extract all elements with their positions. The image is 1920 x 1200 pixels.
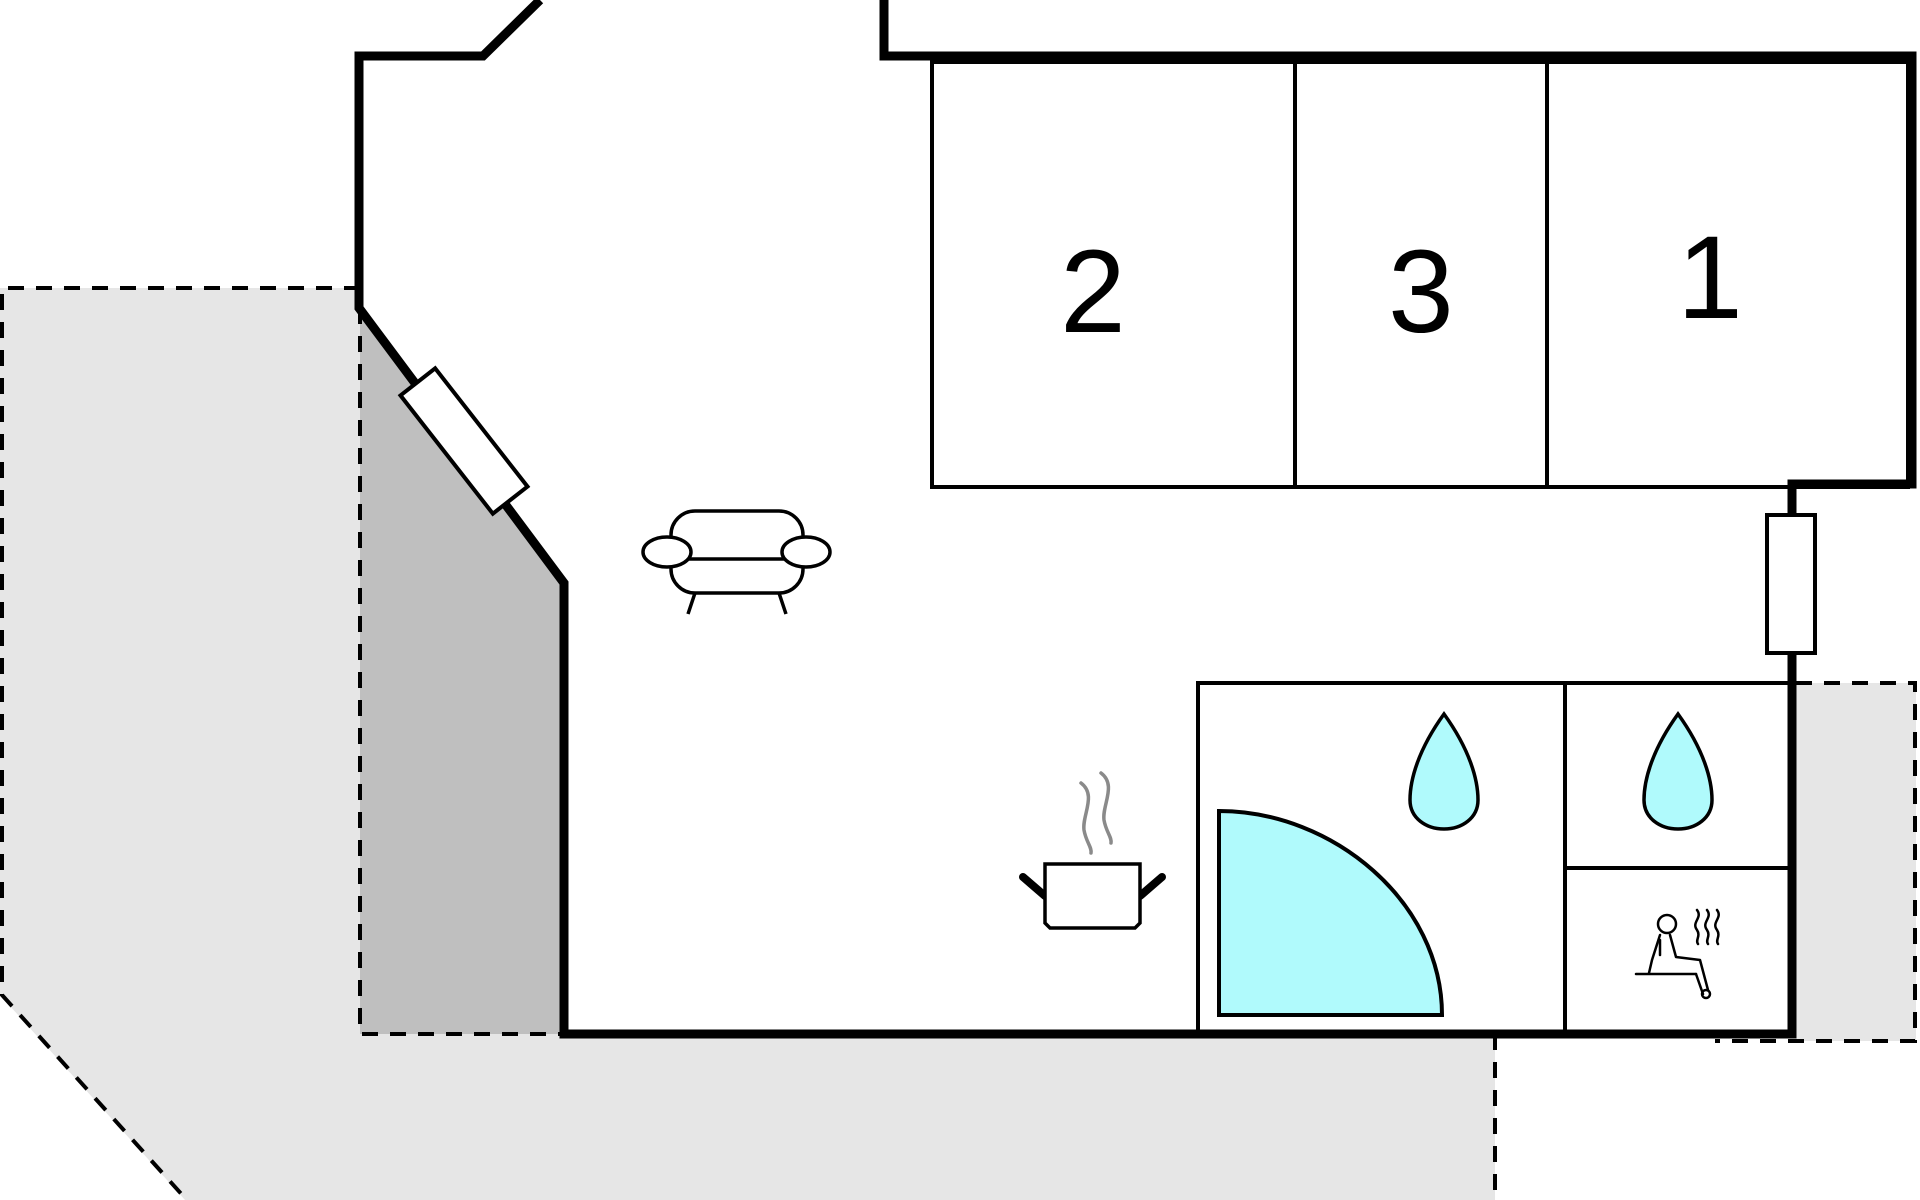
room-number-1: 1 <box>1677 212 1743 344</box>
interior-floor <box>359 0 1912 1034</box>
outdoor-area <box>0 288 1916 1200</box>
room-number-3: 3 <box>1388 226 1454 358</box>
cooking-pot-icon <box>1019 771 1166 930</box>
terrace-left <box>0 288 1495 1200</box>
room-number-2: 2 <box>1060 226 1126 358</box>
terrace-covered <box>360 308 564 1034</box>
sauna-icon <box>1634 908 1720 1000</box>
exterior-walls <box>354 0 1917 1039</box>
terrace-right <box>1796 683 1916 1041</box>
terrace-right-border <box>1715 681 1917 1043</box>
water-drop-icon <box>1642 711 1714 831</box>
terrace-left-border <box>0 286 360 1200</box>
door-icon <box>397 365 531 517</box>
quarter-circle-shower-icon <box>1217 808 1445 1017</box>
outdoor-dashed-borders <box>0 286 1917 1200</box>
room-labels: 2 3 1 <box>1060 212 1743 358</box>
wall-upper-left <box>354 0 1917 1039</box>
interior-walls <box>930 60 1910 1034</box>
water-drop-icon <box>1408 711 1480 831</box>
door-icon <box>1765 513 1817 655</box>
bedroom-block <box>930 60 1910 489</box>
sofa-icon <box>641 509 832 615</box>
bathroom-block <box>1196 681 1792 1034</box>
